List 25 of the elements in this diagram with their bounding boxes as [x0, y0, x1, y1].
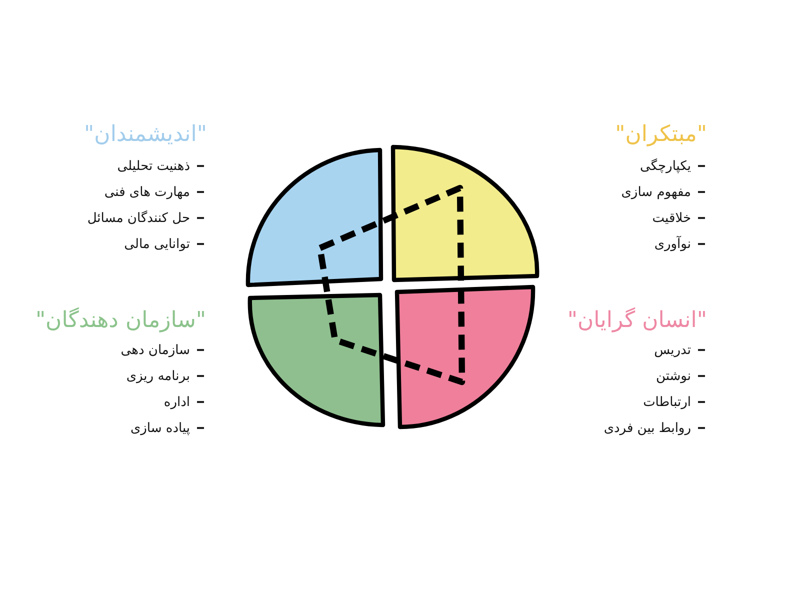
quadrant-shape: [245, 292, 386, 428]
dashed-outline: [317, 185, 465, 385]
list-item: مهارت های فنی: [104, 184, 190, 200]
list-item: پیاده سازی: [130, 420, 190, 436]
list-item: مفهوم سازی: [621, 184, 691, 200]
list-item: خلاقیت: [652, 210, 691, 226]
list-item: نوشتن: [656, 368, 691, 384]
list-item: تدریس: [654, 342, 691, 358]
list-item: سازمان دهی: [120, 342, 190, 358]
list-item: اداره: [164, 394, 190, 410]
quadrant-shape: [390, 144, 541, 283]
list-item: حل کنندگان مسائل: [87, 210, 190, 226]
group-title: "اندیشمندان": [84, 120, 207, 148]
list-item: ذهنیت تحلیلی: [117, 158, 190, 174]
list-item: نوآوری: [654, 236, 691, 252]
group-title: "مبتکران": [615, 120, 707, 148]
list-item: روابط بین فردی: [604, 420, 691, 436]
quadrant-shape: [394, 284, 537, 430]
group-title: "سازمان دهندگان": [35, 306, 206, 334]
list-item: یکپارچگی: [640, 158, 691, 174]
list-item: ارتباطات: [643, 394, 691, 410]
group-title: "انسان گرایان": [567, 306, 707, 334]
list-item: برنامه ریزی: [126, 368, 190, 384]
quadrant-shape: [245, 147, 384, 288]
list-item: توانایی مالی: [124, 236, 190, 252]
